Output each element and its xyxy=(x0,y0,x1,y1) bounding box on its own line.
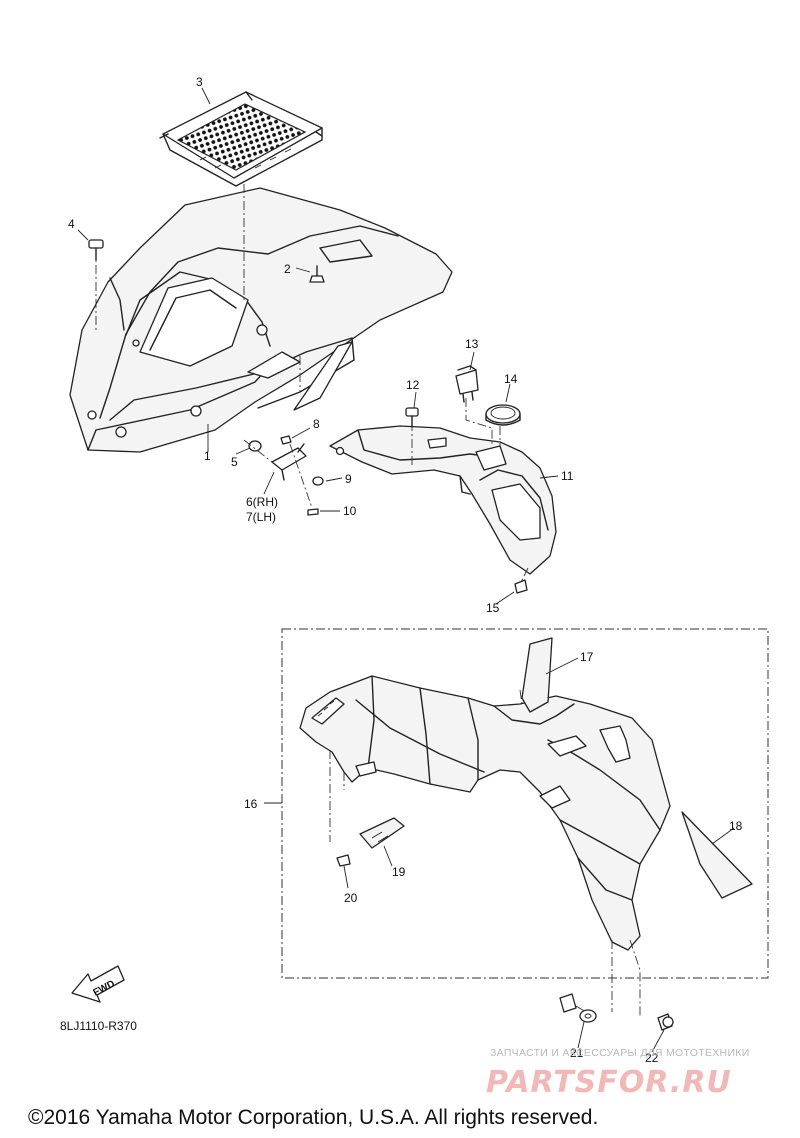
part-label-9: 9 xyxy=(345,472,352,486)
part-label-19: 19 xyxy=(392,865,406,879)
front-cowl-part xyxy=(69,184,453,453)
clip-part-20 xyxy=(336,854,351,867)
part-label-6: 6(RH) xyxy=(246,495,278,509)
part-label-20: 20 xyxy=(344,891,358,905)
part-label-3: 3 xyxy=(196,75,203,89)
forward-arrow-icon: FWD xyxy=(71,965,125,1003)
watermark: ЗАПЧАСТИ И АКСЕССУАРЫ ДЛЯ МОТОТЕХНИКИ PA… xyxy=(486,1047,750,1100)
part-label-7: 7(LH) xyxy=(246,510,276,524)
part-label-16: 16 xyxy=(244,797,258,811)
part-label-1: 1 xyxy=(204,449,211,463)
assembly-group-box xyxy=(281,628,769,979)
diagram-code: 8LJ1110-R370 xyxy=(60,1019,137,1033)
part-label-17: 17 xyxy=(580,650,594,664)
part-label-4: 4 xyxy=(68,217,75,231)
fasteners-lower xyxy=(559,993,674,1031)
part-label-8: 8 xyxy=(313,417,320,431)
part-label-22: 22 xyxy=(645,1051,659,1065)
part-label-5: 5 xyxy=(231,455,238,469)
switch-part-13 xyxy=(455,365,479,403)
copyright-text: ©2016 Yamaha Motor Corporation, U.S.A. A… xyxy=(28,1106,598,1129)
mesh-grille-part xyxy=(159,91,323,187)
screw-part-12 xyxy=(405,407,419,427)
part-label-21: 21 xyxy=(570,1046,584,1060)
leader-lines xyxy=(77,87,735,1053)
part-label-10: 10 xyxy=(343,504,357,518)
part-label-2: 2 xyxy=(284,262,291,276)
part-label-11: 11 xyxy=(561,469,574,483)
watermark-brand: PARTSFOR.RU xyxy=(486,1065,732,1100)
part-label-12: 12 xyxy=(406,378,420,392)
pad-part-19 xyxy=(359,817,405,849)
part-label-15: 15 xyxy=(486,601,500,615)
watermark-tagline: ЗАПЧАСТИ И АКСЕССУАРЫ ДЛЯ МОТОТЕХНИКИ xyxy=(490,1047,750,1059)
part-labels: 3 4 2 1 5 6(RH) 7(LH) 8 9 10 12 13 14 11… xyxy=(68,75,743,1065)
part-label-14: 14 xyxy=(504,372,518,386)
inner-panel-part xyxy=(329,398,557,575)
clip-part-15 xyxy=(514,567,529,594)
fasteners-group xyxy=(88,239,325,516)
lower-panel-part xyxy=(299,637,753,1016)
part-label-13: 13 xyxy=(465,337,479,351)
part-label-18: 18 xyxy=(729,819,743,833)
seal-ring-part-14 xyxy=(485,404,521,426)
